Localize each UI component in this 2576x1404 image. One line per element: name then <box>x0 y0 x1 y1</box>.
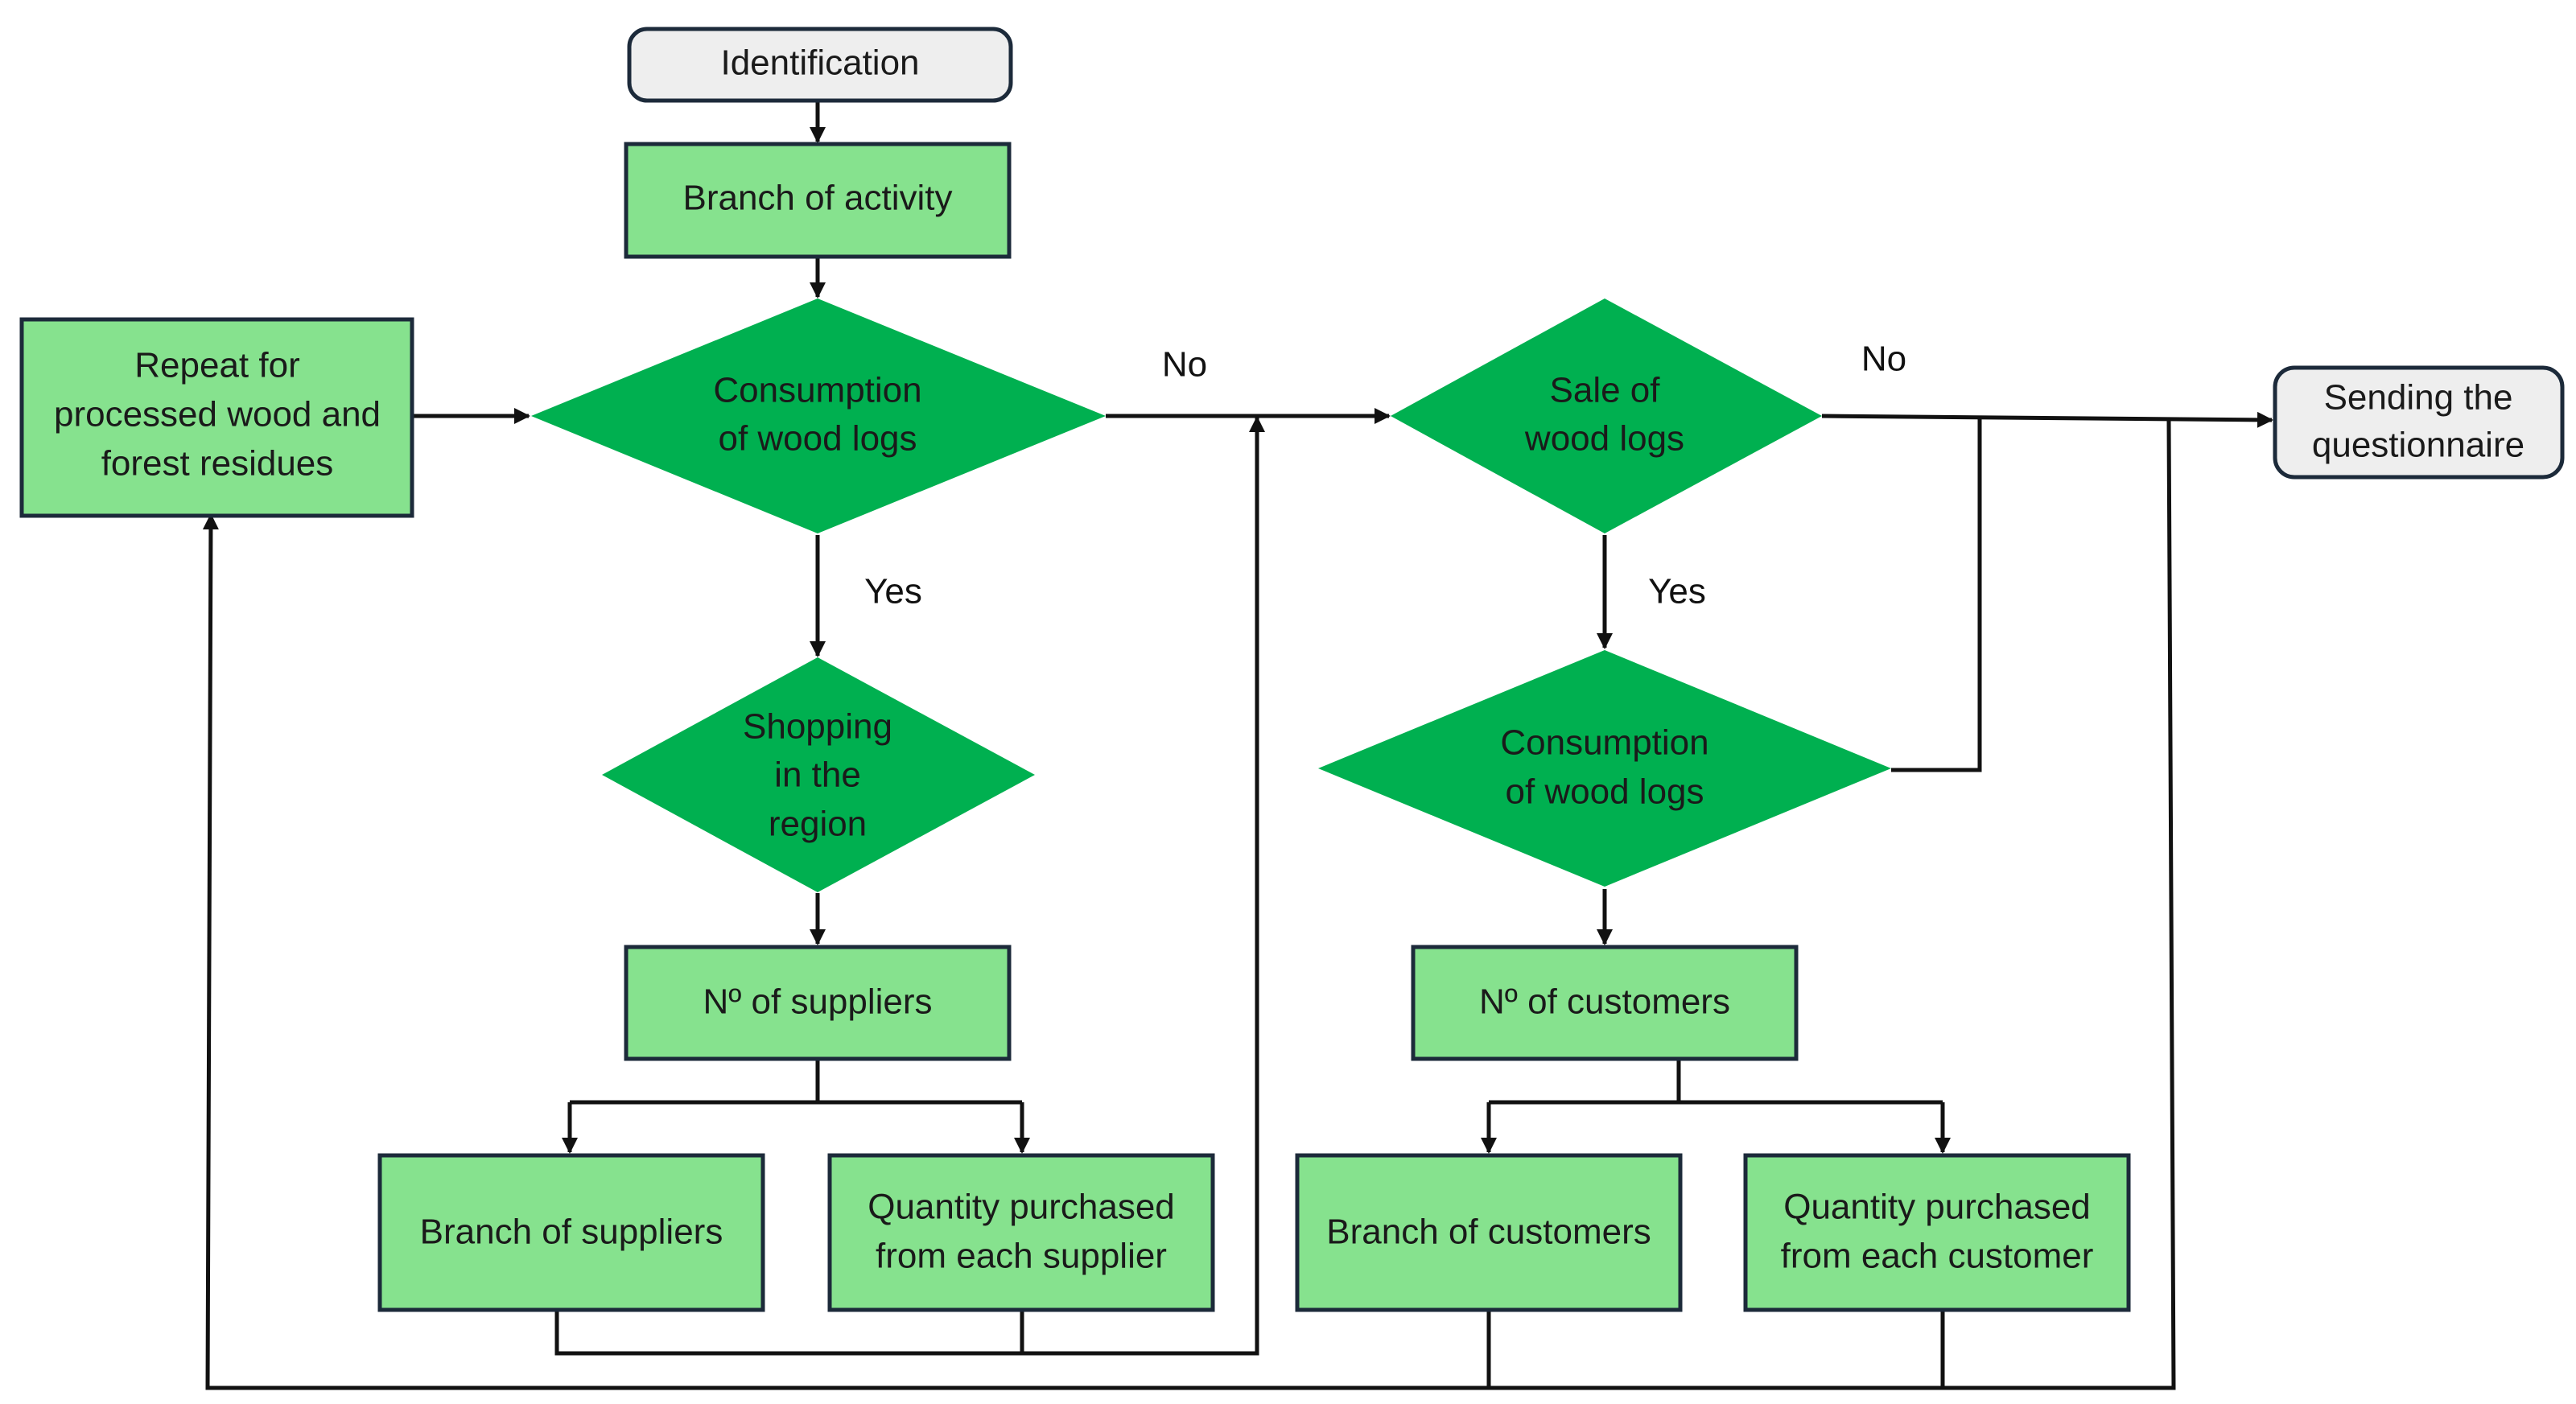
decision-shape <box>531 299 1106 533</box>
edge-label-yes-1: Yes <box>864 572 922 611</box>
decision-sale-of-wood-logs: Sale of wood logs <box>1391 299 1822 533</box>
connector-consumption2-no <box>1891 418 1982 772</box>
repeat-label-line-2: processed wood and <box>54 395 381 434</box>
consumption-2-label-line-1: Consumption <box>1500 723 1708 763</box>
node-repeat: Repeat for processed wood and forest res… <box>19 317 414 518</box>
connector-n-suppliers-split <box>570 1059 1022 1105</box>
repeat-label-line-3: forest residues <box>101 444 334 484</box>
sale-label-line-1: Sale of <box>1550 371 1661 410</box>
shopping-label-line-1: Shopping <box>743 707 892 747</box>
process-shape <box>377 1153 765 1312</box>
node-identification: Identification <box>627 27 1013 103</box>
node-sending-questionnaire: Sending the questionnaire <box>2273 365 2565 480</box>
process-shape <box>624 142 1012 259</box>
n-suppliers-label: Nº of suppliers <box>703 982 932 1022</box>
edge-label-yes-2: Yes <box>1648 572 1706 611</box>
decision-shape <box>1391 299 1822 533</box>
arrow-sale-no-to-sending <box>1821 411 2273 428</box>
branch-of-customers-label: Branch of customers <box>1326 1213 1651 1252</box>
connector-bottom-return <box>208 419 2176 1390</box>
connector-suppliers-return <box>554 418 1257 1356</box>
process-shape <box>1743 1153 2131 1312</box>
node-branch-of-suppliers: Branch of suppliers <box>377 1153 765 1312</box>
qty-customer-label-line-2: from each customer <box>1781 1237 2094 1276</box>
decision-consumption-of-wood-logs-2: Consumption of wood logs <box>1318 650 1891 887</box>
node-branch-of-activity: Branch of activity <box>624 142 1012 259</box>
qty-supplier-label-line-1: Quantity purchased <box>868 1188 1175 1227</box>
edge-label-no-1: No <box>1162 345 1207 385</box>
qty-supplier-label-line-2: from each supplier <box>876 1237 1167 1276</box>
terminal-shape <box>627 27 1013 103</box>
branch-of-suppliers-label: Branch of suppliers <box>420 1213 723 1252</box>
consumption-2-label-line-2: of wood logs <box>1505 772 1704 812</box>
branch-of-activity-label: Branch of activity <box>682 179 952 218</box>
process-shape <box>1295 1153 1683 1312</box>
sending-label-line-2: questionnaire <box>2312 426 2524 465</box>
sale-label-line-2: wood logs <box>1524 419 1684 459</box>
decision-consumption-of-wood-logs: Consumption of wood logs <box>531 299 1106 533</box>
repeat-label-line-1: Repeat for <box>134 346 299 385</box>
n-customers-label: Nº of customers <box>1479 982 1730 1022</box>
connectors <box>208 101 2273 1390</box>
sending-label-line-1: Sending the <box>2324 378 2513 418</box>
terminal-shape <box>2273 365 2565 480</box>
decision-shape <box>1318 650 1891 887</box>
consumption-1-label-line-1: Consumption <box>713 371 921 410</box>
process-shape <box>827 1153 1215 1312</box>
process-shape <box>624 945 1012 1061</box>
decision-shape <box>602 657 1035 892</box>
shopping-label-line-3: region <box>769 805 867 844</box>
node-branch-of-customers: Branch of customers <box>1295 1153 1683 1312</box>
node-qty-supplier: Quantity purchased from each supplier <box>827 1153 1215 1312</box>
edge-label-no-2: No <box>1861 340 1906 379</box>
node-n-customers: Nº of customers <box>1411 945 1799 1061</box>
identification-label: Identification <box>720 43 919 83</box>
node-n-suppliers: Nº of suppliers <box>624 945 1012 1061</box>
node-qty-customer: Quantity purchased from each customer <box>1743 1153 2131 1312</box>
shopping-label-line-2: in the <box>774 756 861 795</box>
process-shape <box>19 317 414 518</box>
consumption-1-label-line-2: of wood logs <box>718 419 917 459</box>
qty-customer-label-line-1: Quantity purchased <box>1783 1188 2091 1227</box>
connector-n-customers-split <box>1489 1059 1943 1105</box>
process-shape <box>1411 945 1799 1061</box>
decision-shopping-in-the-region: Shopping in the region <box>602 657 1035 892</box>
